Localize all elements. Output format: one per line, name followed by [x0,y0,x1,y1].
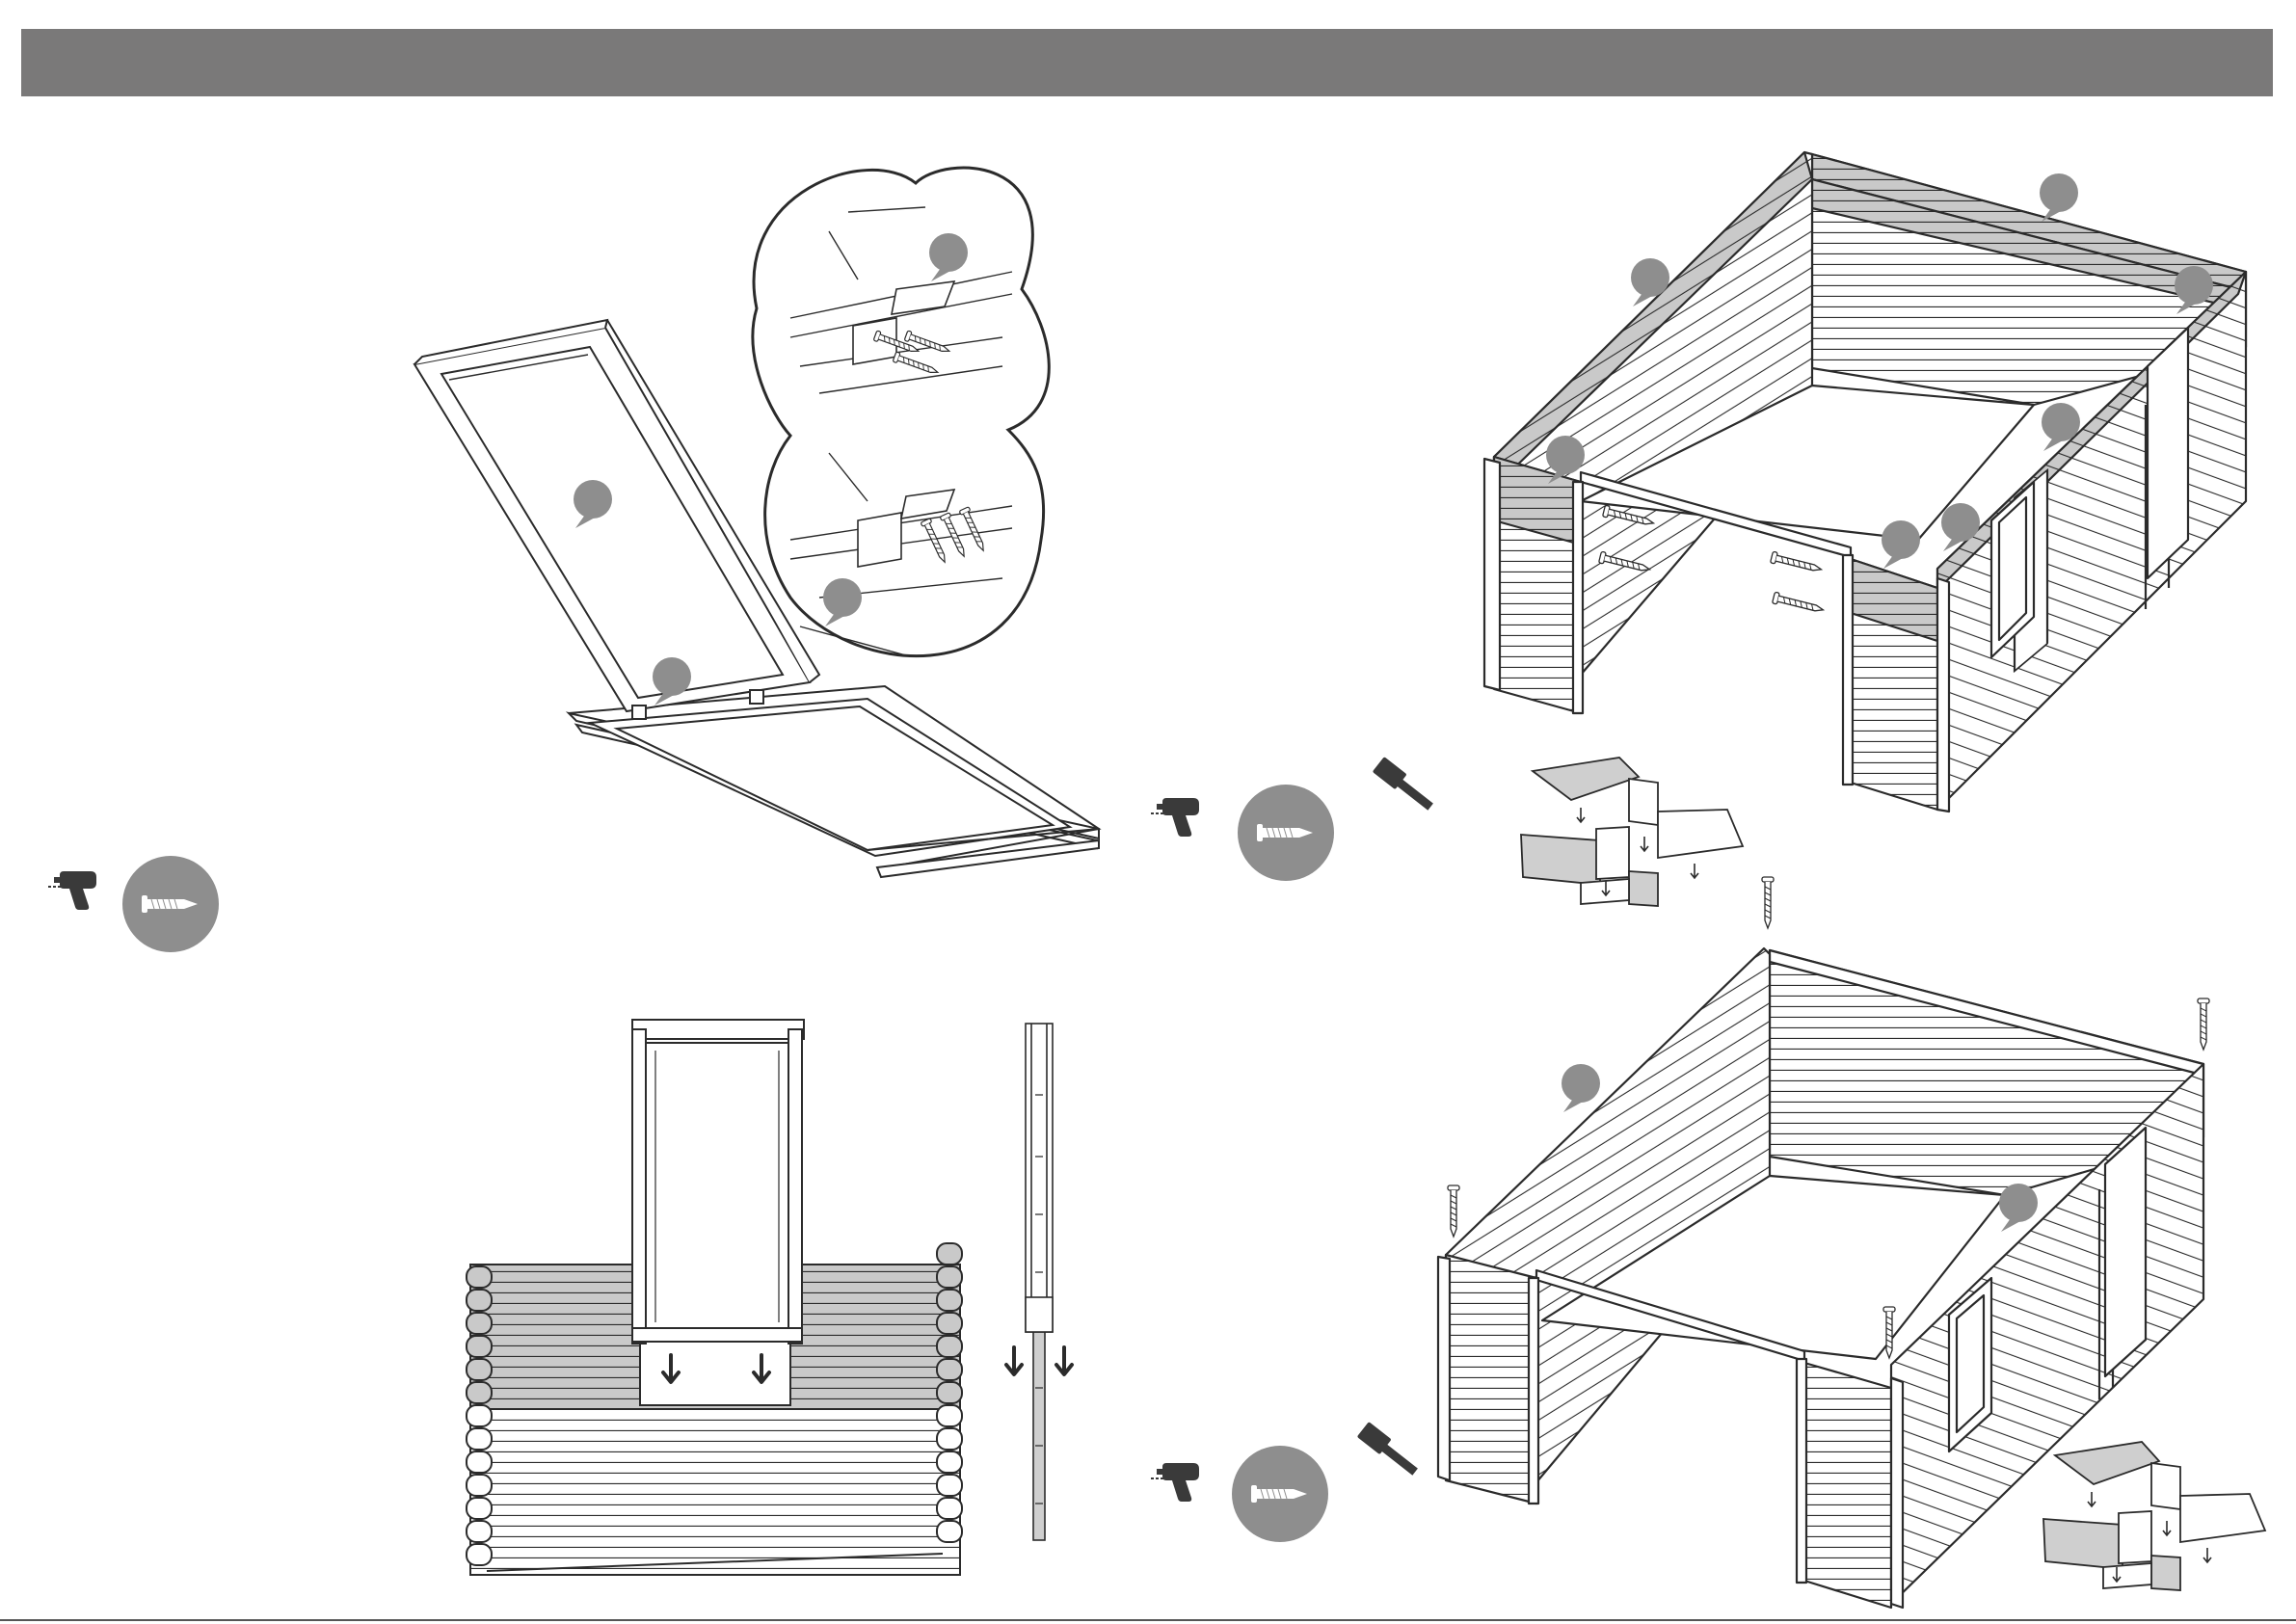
cabin-walls-lower [1438,948,2203,1608]
drill-icon [48,871,96,910]
hinge-detail-bubble [753,168,1049,656]
hammer-icon [1373,757,1433,811]
log-joint-detail-lower [2043,1442,2265,1590]
callout-right-wall-lower [1999,1184,2038,1232]
step3-tools [1151,757,1433,881]
bottom-rule [0,1619,2296,1621]
step4-tools [1151,1422,1418,1542]
callout-front-right [1882,520,1920,569]
down-arrow-icon [1006,1347,1022,1374]
callout-back-wall [2040,173,2078,222]
hammer-icon [1357,1422,1418,1476]
cabin-walls-upper [1484,152,2246,812]
log-joint-detail-upper [1521,758,1743,906]
screw-badge-icon [122,856,219,952]
drill-icon [1151,798,1199,837]
down-arrow-icon [1056,1347,1072,1374]
screw-badge-icon [1232,1446,1328,1542]
drill-icon [1151,1463,1199,1502]
step1-tools [48,856,219,952]
screw-badge-icon [1238,785,1334,881]
callout-left-wall-lower [1562,1064,1600,1112]
window-wall-step [467,1020,1072,1575]
